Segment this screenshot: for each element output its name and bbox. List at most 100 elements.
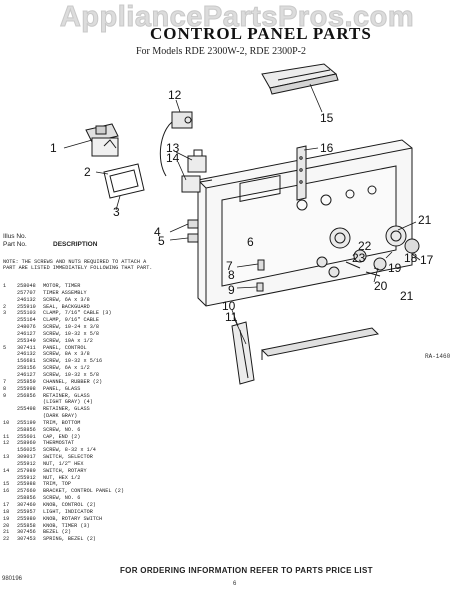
illus-number xyxy=(3,427,17,434)
illus-number xyxy=(3,358,17,365)
part-number: 255988 xyxy=(17,481,36,488)
part-description: PANEL, GLASS xyxy=(43,385,81,392)
timer-assembly xyxy=(85,123,119,157)
top-trim xyxy=(261,63,339,95)
illus-number: 11 xyxy=(3,433,10,440)
callout-19: 19 xyxy=(388,261,402,275)
part-description: SCREW, NO. 6 xyxy=(43,426,81,433)
illus-number xyxy=(3,413,17,420)
ordering-footer: FOR ORDERING INFORMATION REFER TO PARTS … xyxy=(120,566,373,575)
thermostat xyxy=(159,111,193,177)
control-panel xyxy=(197,139,413,307)
part-description: SCREW, 10-32 x 5/8 xyxy=(43,330,100,337)
part-description: NUT, 1/2" HEX xyxy=(43,460,84,467)
callout-11: 11 xyxy=(225,310,238,324)
illus-number xyxy=(3,461,17,468)
part-number: 309017 xyxy=(17,454,36,461)
illus-number xyxy=(3,475,17,482)
part-number: 307456 xyxy=(17,529,36,536)
part-description: SCREW, 8A x 3/8 xyxy=(43,351,90,358)
part-number: 255498 xyxy=(17,406,36,413)
illus-number: 21 xyxy=(3,529,10,536)
part-description: BRACKET, CONTROL PANEL (2) xyxy=(43,488,124,495)
illus-number: 7 xyxy=(3,378,7,385)
part-number: 255164 xyxy=(17,317,36,324)
illus-number xyxy=(3,290,17,297)
illus-number: 10 xyxy=(3,419,10,426)
illus-number: 16 xyxy=(3,488,10,495)
part-description: THERMOSTAT xyxy=(43,440,75,447)
part-number: 255998 xyxy=(17,385,36,392)
part-number: 258156 xyxy=(17,365,36,372)
header-illus: Illus No. xyxy=(3,233,27,240)
part-description: SCREW, NO. 6 xyxy=(43,495,81,502)
part-number: 255349 xyxy=(17,337,36,344)
illus-number xyxy=(3,447,17,454)
callout-7: 7 xyxy=(226,259,233,273)
illus-number: 13 xyxy=(3,454,10,461)
part-number: 255980 xyxy=(17,515,36,522)
part-description: MOTOR, TIMER xyxy=(43,283,81,289)
illus-number: 9 xyxy=(3,392,7,399)
part-description: CLAMP, 9/16" CABLE xyxy=(43,317,100,324)
callout-3: 3 xyxy=(113,205,120,219)
table-row: (LIGHT GRAY) (4) xyxy=(3,399,178,406)
part-number: 307453 xyxy=(17,536,36,543)
callout-6: 6 xyxy=(247,235,254,249)
part-number xyxy=(17,399,43,406)
part-number: 246127 xyxy=(17,371,36,378)
illus-number: 2 xyxy=(3,303,7,310)
illus-number xyxy=(3,324,17,331)
table-row: 246132 SCREW, 8A x 3/8 xyxy=(3,351,178,358)
part-number: 255199 xyxy=(17,419,36,426)
callout-8: 8 xyxy=(228,268,235,282)
part-description: SCREW, 10-32 x 5/16 xyxy=(43,358,103,365)
part-number: 246127 xyxy=(17,330,36,337)
illus-number: 18 xyxy=(3,508,10,515)
illus-number: 8 xyxy=(3,385,7,392)
part-description: (LIGHT GRAY) (4) xyxy=(43,399,93,406)
illus-number xyxy=(3,338,17,345)
page-number: 6 xyxy=(233,581,237,587)
part-description: CLAMP, 7/16" CABLE (3) xyxy=(43,310,112,317)
part-description: BEZEL (2) xyxy=(43,529,72,536)
part-number: 255912 xyxy=(17,474,36,481)
callout-21-bottom: 21 xyxy=(400,289,414,303)
part-description: RETAINER, GLASS xyxy=(43,406,90,413)
part-number: 246132 xyxy=(17,296,36,303)
part-description: SCREW, 6A x 1/2 xyxy=(43,365,90,372)
panel-bracket-right xyxy=(296,145,307,201)
document-code: 980196 xyxy=(2,576,23,582)
part-description: KNOB, ROTARY SWITCH xyxy=(43,515,103,522)
part-number: 255910 xyxy=(17,303,36,310)
part-description: KNOB, CONTROL (2) xyxy=(43,502,96,508)
part-number: 246132 xyxy=(17,351,36,358)
part-description: SCREW, 10-32 x 5/8 xyxy=(43,371,100,378)
table-row: 8 255998 PANEL, GLASS xyxy=(3,386,178,393)
table-row: 258156 SCREW, 6A x 1/2 xyxy=(3,365,178,372)
part-number: 258856 xyxy=(17,426,36,433)
table-row: 246127 SCREW, 10-32 x 5/8 xyxy=(3,372,178,379)
part-number: 258960 xyxy=(17,440,36,447)
illus-number xyxy=(3,365,17,372)
part-description: TIMER ASSEMBLY xyxy=(43,289,87,296)
callout-4: 4 xyxy=(154,225,161,239)
part-number: 156681 xyxy=(17,358,36,365)
callout-10: 10 xyxy=(222,299,236,313)
callout-12: 12 xyxy=(168,88,182,102)
callout-23: 23 xyxy=(352,251,366,265)
